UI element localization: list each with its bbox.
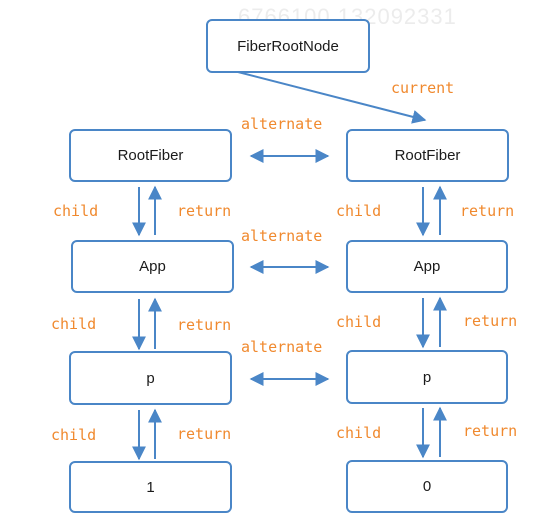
alternate-label-rootfiber: alternate bbox=[241, 115, 323, 133]
left-child-label-1: child bbox=[53, 202, 99, 220]
fiber-root-node: FiberRootNode bbox=[206, 19, 370, 73]
right-app-node: App bbox=[346, 240, 508, 293]
left-return-label-3: return bbox=[177, 425, 232, 443]
left-text-node: 1 bbox=[69, 461, 232, 513]
right-return-label-3: return bbox=[463, 422, 518, 440]
alternate-label-p: alternate bbox=[241, 338, 323, 356]
right-text-node: 0 bbox=[346, 460, 508, 513]
left-child-label-3: child bbox=[51, 426, 97, 444]
right-child-label-2: child bbox=[336, 313, 382, 331]
right-child-label-3: child bbox=[336, 424, 382, 442]
current-arrow bbox=[237, 71, 427, 124]
current-label: current bbox=[391, 79, 455, 97]
right-child-label-1: child bbox=[336, 202, 382, 220]
right-rootfiber-node: RootFiber bbox=[346, 129, 509, 182]
left-p-node: p bbox=[69, 351, 232, 405]
left-rootfiber-node: RootFiber bbox=[69, 129, 232, 182]
left-return-label-2: return bbox=[177, 316, 232, 334]
left-child-label-2: child bbox=[51, 315, 97, 333]
alternate-label-app: alternate bbox=[241, 227, 323, 245]
right-p-node: p bbox=[346, 350, 508, 404]
right-return-label-2: return bbox=[463, 312, 518, 330]
right-return-label-1: return bbox=[460, 202, 515, 220]
left-app-node: App bbox=[71, 240, 234, 293]
left-return-label-1: return bbox=[177, 202, 232, 220]
